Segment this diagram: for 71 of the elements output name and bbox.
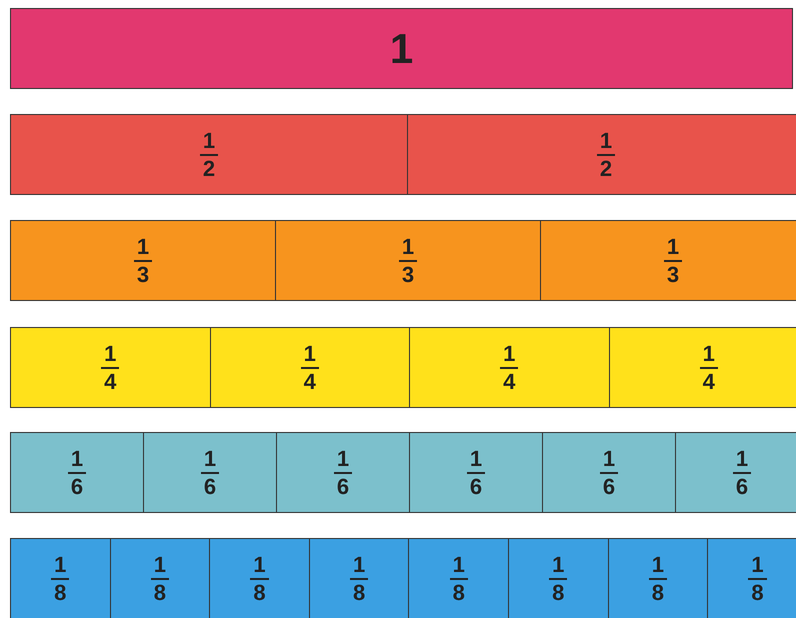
numerator: 1 bbox=[300, 342, 319, 368]
fraction-strip-piece bbox=[10, 432, 144, 513]
numerator: 1 bbox=[732, 448, 752, 474]
denominator: 6 bbox=[336, 474, 350, 498]
fraction-strip-piece bbox=[408, 538, 509, 618]
denominator: 4 bbox=[502, 368, 516, 392]
fraction-strip-piece bbox=[10, 538, 111, 618]
numerator: 1 bbox=[450, 554, 468, 580]
fraction-strip-piece bbox=[10, 8, 793, 89]
fraction-strip-piece bbox=[407, 114, 796, 195]
denominator: 3 bbox=[136, 262, 150, 286]
denominator: 8 bbox=[53, 580, 68, 604]
denominator: 3 bbox=[400, 262, 416, 286]
numerator: 1 bbox=[200, 448, 220, 474]
denominator: 6 bbox=[202, 474, 218, 498]
fraction-strip-piece bbox=[275, 220, 541, 301]
fraction-strip-piece bbox=[210, 327, 410, 408]
fraction-strip-piece bbox=[675, 432, 796, 513]
fraction-strip-piece bbox=[540, 220, 796, 301]
numerator: 1 bbox=[500, 342, 518, 368]
fraction-strip-piece bbox=[10, 327, 210, 408]
denominator: 8 bbox=[551, 580, 566, 604]
numerator: 1 bbox=[600, 448, 618, 474]
fraction-strip-piece bbox=[409, 327, 610, 408]
numerator: 1 bbox=[596, 130, 616, 156]
fraction-strip-piece bbox=[308, 538, 410, 618]
denominator: 4 bbox=[302, 368, 317, 392]
numerator: 1 bbox=[466, 448, 486, 474]
fraction-strip-piece bbox=[508, 538, 609, 618]
numerator: 1 bbox=[51, 554, 70, 580]
numerator: 1 bbox=[68, 448, 86, 474]
denominator: 4 bbox=[103, 368, 118, 392]
denominator: 6 bbox=[734, 474, 750, 498]
fraction-strip-piece bbox=[10, 220, 276, 301]
fraction-strip-piece bbox=[707, 538, 796, 618]
denominator: 8 bbox=[152, 580, 168, 604]
denominator: 8 bbox=[452, 580, 466, 604]
fraction-strip-piece bbox=[110, 538, 210, 618]
fraction-strip-piece bbox=[409, 432, 543, 513]
numerator: 1 bbox=[748, 554, 767, 580]
numerator: 1 bbox=[101, 342, 120, 368]
numerator: 1 bbox=[150, 554, 170, 580]
numerator: 1 bbox=[398, 236, 418, 262]
numerator: 1 bbox=[250, 554, 269, 580]
fraction-strip-piece bbox=[143, 432, 277, 513]
denominator: 2 bbox=[202, 156, 216, 180]
denominator: 8 bbox=[352, 580, 366, 604]
denominator: 6 bbox=[468, 474, 484, 498]
fraction-strip-piece bbox=[10, 114, 408, 195]
numerator: 1 bbox=[700, 342, 718, 368]
denominator: 6 bbox=[70, 474, 84, 498]
denominator: 6 bbox=[602, 474, 616, 498]
fraction-strip-piece bbox=[608, 538, 708, 618]
denominator: 2 bbox=[598, 156, 614, 180]
fraction-strip-piece bbox=[542, 432, 676, 513]
numerator: 1 bbox=[200, 130, 218, 156]
denominator: 4 bbox=[702, 368, 716, 392]
fraction-strip-piece bbox=[608, 327, 796, 408]
fraction-strip-piece bbox=[209, 538, 310, 618]
denominator: 3 bbox=[666, 262, 680, 286]
numerator: 1 bbox=[350, 554, 368, 580]
numerator: 1 bbox=[134, 236, 152, 262]
numerator: 1 bbox=[334, 448, 352, 474]
fraction-strip-piece bbox=[276, 432, 410, 513]
numerator: 1 bbox=[648, 554, 668, 580]
whole-number: 1 bbox=[390, 28, 414, 70]
denominator: 8 bbox=[750, 580, 765, 604]
numerator: 1 bbox=[664, 236, 682, 262]
numerator: 1 bbox=[549, 554, 568, 580]
denominator: 8 bbox=[252, 580, 267, 604]
denominator: 8 bbox=[650, 580, 666, 604]
